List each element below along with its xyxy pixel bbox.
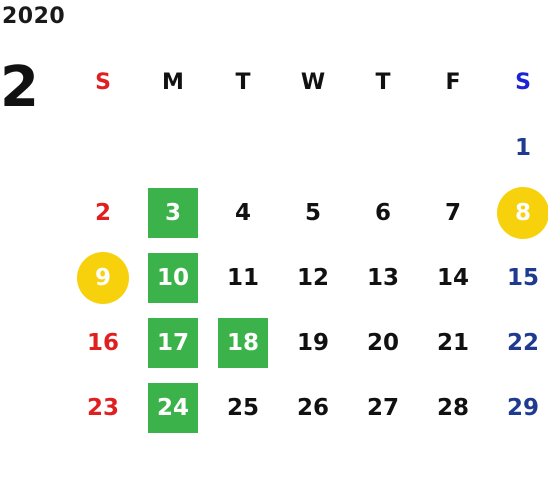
day-cell-13[interactable]: 13 xyxy=(348,245,418,310)
day-number: 16 xyxy=(86,329,119,356)
day-number: 9 xyxy=(77,251,129,304)
day-cell-27[interactable]: 27 xyxy=(348,375,418,440)
day-cell-19[interactable]: 19 xyxy=(278,310,348,375)
day-number xyxy=(288,123,338,173)
day-number: 11 xyxy=(226,264,259,291)
day-cell-4[interactable]: 4 xyxy=(208,180,278,245)
day-cell-8[interactable]: 8 xyxy=(488,180,548,245)
day-cell-1[interactable]: 1 xyxy=(488,115,548,180)
day-number: 6 xyxy=(374,199,391,226)
day-cell-24[interactable]: 24 xyxy=(138,375,208,440)
day-cell-empty xyxy=(278,115,348,180)
month-number: 2 xyxy=(0,55,39,120)
day-cell-6[interactable]: 6 xyxy=(348,180,418,245)
day-number: 20 xyxy=(366,329,399,356)
day-number xyxy=(218,123,268,173)
day-number: 23 xyxy=(86,394,119,421)
day-number: 26 xyxy=(296,394,329,421)
day-cell-empty xyxy=(348,115,418,180)
weekday-header-thursday: T xyxy=(375,70,391,95)
day-number: 2 xyxy=(94,199,111,226)
day-cell-9[interactable]: 9 xyxy=(68,245,138,310)
weekday-header-tuesday: T xyxy=(235,70,251,95)
day-number: 17 xyxy=(148,317,198,368)
day-number: 10 xyxy=(148,252,198,303)
day-cell-2[interactable]: 2 xyxy=(68,180,138,245)
day-number xyxy=(78,123,128,173)
day-number xyxy=(358,123,408,173)
day-cell-empty xyxy=(138,115,208,180)
day-cell-5[interactable]: 5 xyxy=(278,180,348,245)
day-cell-15[interactable]: 15 xyxy=(488,245,548,310)
day-number: 13 xyxy=(366,264,399,291)
day-cell-14[interactable]: 14 xyxy=(418,245,488,310)
day-number: 8 xyxy=(497,186,548,239)
day-number: 1 xyxy=(514,134,531,161)
day-number xyxy=(148,123,198,173)
weekday-header-sunday: S xyxy=(95,70,111,95)
day-number: 25 xyxy=(226,394,259,421)
day-cell-26[interactable]: 26 xyxy=(278,375,348,440)
day-cell-7[interactable]: 7 xyxy=(418,180,488,245)
day-number: 4 xyxy=(234,199,251,226)
day-cell-25[interactable]: 25 xyxy=(208,375,278,440)
day-cell-21[interactable]: 21 xyxy=(418,310,488,375)
day-cell-16[interactable]: 16 xyxy=(68,310,138,375)
day-number: 7 xyxy=(444,199,461,226)
day-number: 24 xyxy=(148,382,198,433)
day-number: 14 xyxy=(436,264,469,291)
day-number: 15 xyxy=(506,264,539,291)
day-cell-10[interactable]: 10 xyxy=(138,245,208,310)
day-cell-18[interactable]: 18 xyxy=(208,310,278,375)
day-cell-3[interactable]: 3 xyxy=(138,180,208,245)
day-cell-23[interactable]: 23 xyxy=(68,375,138,440)
day-cell-empty xyxy=(68,115,138,180)
day-cell-29[interactable]: 29 xyxy=(488,375,548,440)
weekday-header-wednesday: W xyxy=(300,70,326,95)
day-number: 19 xyxy=(296,329,329,356)
day-number: 22 xyxy=(506,329,539,356)
day-cell-20[interactable]: 20 xyxy=(348,310,418,375)
day-cell-11[interactable]: 11 xyxy=(208,245,278,310)
day-number xyxy=(428,123,478,173)
day-number: 27 xyxy=(366,394,399,421)
day-number: 29 xyxy=(506,394,539,421)
day-cell-12[interactable]: 12 xyxy=(278,245,348,310)
day-cell-empty xyxy=(208,115,278,180)
year-label: 2020 xyxy=(2,4,66,29)
day-number: 18 xyxy=(218,317,268,368)
day-cell-22[interactable]: 22 xyxy=(488,310,548,375)
day-number: 21 xyxy=(436,329,469,356)
day-cell-17[interactable]: 17 xyxy=(138,310,208,375)
day-number: 28 xyxy=(436,394,469,421)
day-number: 3 xyxy=(148,187,198,238)
day-number: 12 xyxy=(296,264,329,291)
day-cell-28[interactable]: 28 xyxy=(418,375,488,440)
weekday-header-saturday: S xyxy=(515,70,531,95)
weekday-header-monday: M xyxy=(162,70,184,95)
day-number: 5 xyxy=(304,199,321,226)
weekday-header-friday: F xyxy=(445,70,461,95)
day-cell-empty xyxy=(418,115,488,180)
